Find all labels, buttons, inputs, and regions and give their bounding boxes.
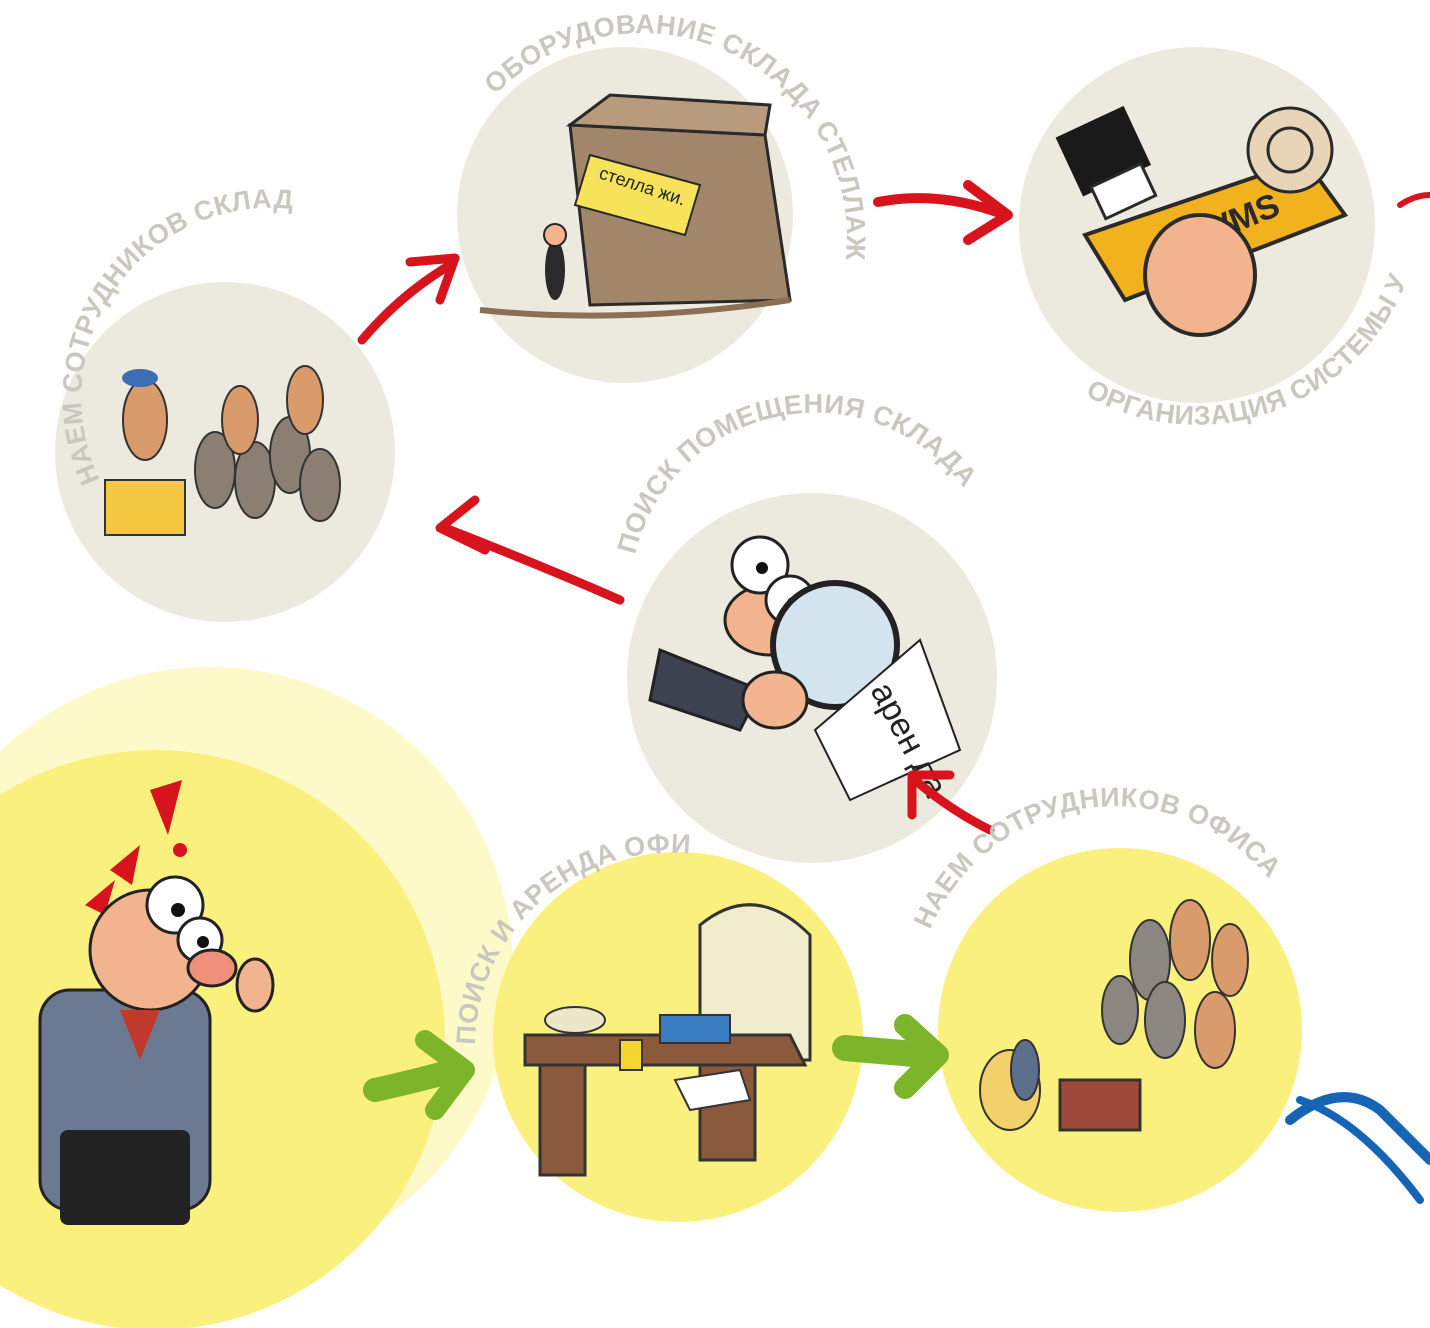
- worried-businessman-illustration: [38, 780, 275, 1225]
- red-arrow-hireoffice-to-findwh: [907, 770, 995, 835]
- green-arrow-office-to-staff: [832, 1014, 949, 1099]
- red-arrow-findwh-to-hirewh: [435, 495, 625, 605]
- arrows: [357, 180, 1430, 1204]
- crowd-warehouse-illustration: [104, 365, 341, 536]
- office-desk-illustration: [523, 903, 812, 1177]
- blue-arrow-offscreen: [1285, 1092, 1430, 1204]
- red-arrow-racks-to-accounting: [873, 180, 1013, 245]
- red-arrow-hire-to-racks: [357, 253, 460, 345]
- green-arrow-start-to-office: [363, 1030, 475, 1120]
- office-staff-illustration: [979, 899, 1249, 1132]
- wms-stamp-illustration: WMS: [1055, 105, 1349, 337]
- box-racks-illustration: стелла жи.: [479, 93, 792, 319]
- red-arrow-accounting-offscreen: [1397, 192, 1430, 208]
